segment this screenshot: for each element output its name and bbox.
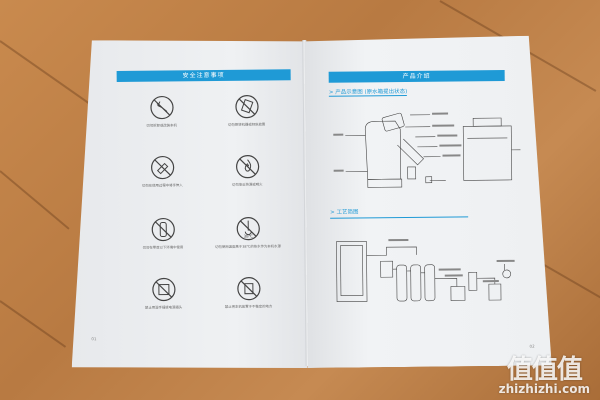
no-hot-water-icon: 38℃ bbox=[235, 216, 261, 242]
no-hand-icon bbox=[149, 154, 175, 180]
right-page: 产品介绍 > 产品示意图 (原水箱提出状态) bbox=[304, 35, 551, 368]
safety-item: 切勿在零度以下环境中使用 bbox=[120, 216, 205, 251]
no-power-icon bbox=[150, 276, 176, 302]
page-number-left: 01 bbox=[91, 336, 97, 342]
site-watermark: 值值值 zhizhizhi.com bbox=[499, 349, 590, 396]
safety-item: 38℃ 切勿使用温度高于38℃的热水作为本机水源 bbox=[205, 215, 290, 250]
watermark-url: zhizhizhi.com bbox=[498, 382, 590, 396]
safety-banner: 安全注意事项 bbox=[117, 69, 291, 82]
no-block-icon bbox=[235, 276, 261, 302]
product-banner: 产品介绍 bbox=[329, 70, 505, 83]
process-flow-diagram bbox=[326, 224, 527, 316]
safety-item: 禁止将本机放置于不稳定的地方 bbox=[206, 275, 291, 310]
section-rule bbox=[330, 216, 468, 218]
section-title-process: > 工艺简图 bbox=[330, 209, 359, 216]
section-rule bbox=[329, 95, 407, 97]
no-tilt-icon bbox=[233, 94, 259, 120]
product-diagram bbox=[325, 98, 526, 200]
safety-item: 切勿拆卸或改装本机 bbox=[119, 94, 204, 129]
svg-text:38℃: 38℃ bbox=[243, 234, 253, 239]
safety-item: 切勿靠近热源或明火 bbox=[204, 153, 289, 188]
safety-item: 切勿倒转机器或倾斜放置 bbox=[204, 93, 289, 128]
no-fire-icon bbox=[234, 154, 260, 180]
left-page: 安全注意事项 切勿拆卸或改装本机 切勿倒转机器或倾斜放置 bbox=[68, 38, 307, 370]
no-disassemble-icon bbox=[148, 94, 174, 120]
safety-icon-grid: 切勿拆卸或改装本机 切勿倒转机器或倾斜放置 切勿在使用过程中将手伸入 bbox=[119, 93, 289, 95]
safety-item: 切勿在使用过程中将手伸入 bbox=[119, 154, 204, 189]
no-cold-icon bbox=[150, 216, 176, 242]
page-number-right: 02 bbox=[529, 343, 535, 349]
watermark-logo: 值值值 bbox=[506, 355, 583, 385]
safety-item: 禁止用湿手插拔电源插头 bbox=[121, 276, 206, 311]
instruction-booklet: 安全注意事项 切勿拆卸或改装本机 切勿倒转机器或倾斜放置 bbox=[68, 35, 551, 370]
